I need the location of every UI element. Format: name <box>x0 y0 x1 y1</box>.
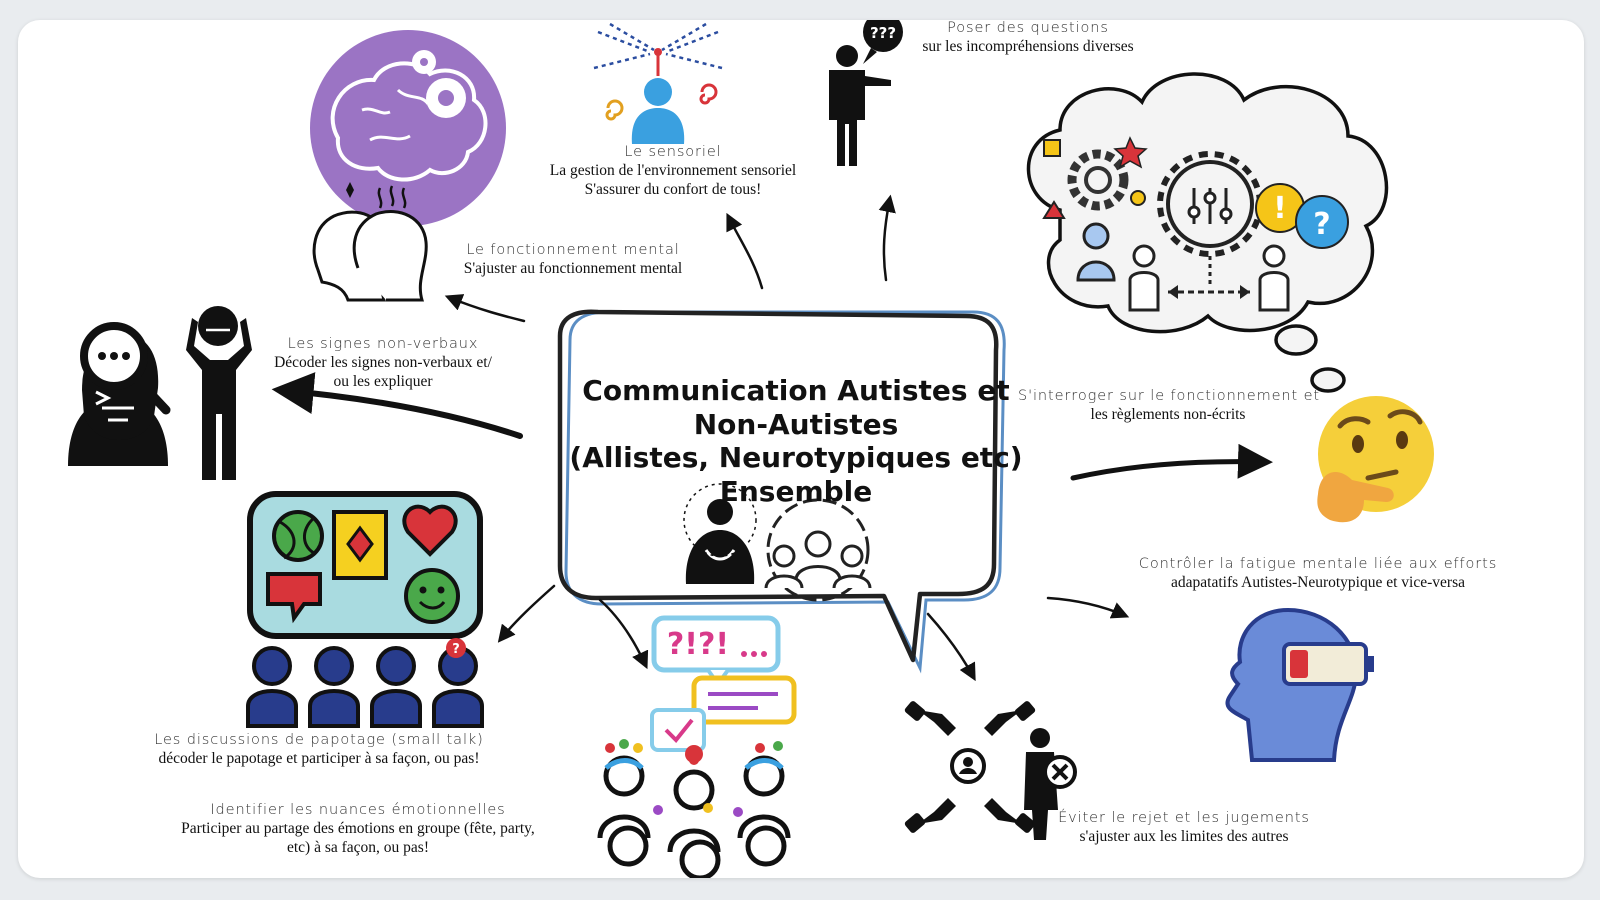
arrow-to-fatigue <box>1046 596 1130 619</box>
pointing-rejection-icon <box>904 701 1077 840</box>
label-emotions-heading: Identifier les nuances émotionnelles <box>210 802 506 818</box>
label-fatigue-heading: Contrôler la fatigue mentale liée aux ef… <box>1138 556 1498 572</box>
label-fatigue-line-1: adapatatifs Autistes-Neurotypique et vic… <box>1171 573 1465 591</box>
title-line-3: (Allistes, Neurotypiques etc) <box>569 441 1023 475</box>
face-magnifier-icon <box>68 322 171 466</box>
label-fatigue: Contrôler la fatigue mentale liée aux ef… <box>1128 556 1508 593</box>
label-questions-line-1: sur les incompréhensions diverses <box>922 37 1134 55</box>
label-rules: S'interroger sur le fonctionnement et le… <box>1018 388 1321 425</box>
main-title: Communication Autistes et Non-Autistes (… <box>566 374 1026 508</box>
arrow-to-rejection <box>926 612 976 682</box>
thinking-cloud-icon: ! ? <box>1026 72 1389 393</box>
title-line-2: Non-Autistes <box>693 407 899 441</box>
label-smalltalk-heading: Les discussions de papotage (small talk) <box>154 732 484 748</box>
label-sensoriel-line-1: La gestion de l'environnement sensoriel <box>549 161 797 179</box>
label-sensoriel-line-2: S'assurer du confort de tous! <box>584 180 762 198</box>
label-mental-heading: Le fonctionnement mental <box>466 242 680 258</box>
arrow-to-sensoriel <box>726 212 764 290</box>
sensory-person-icon <box>593 22 723 144</box>
label-nonverbal-line-1: Décoder les signes non-verbaux et/ <box>274 353 492 371</box>
connector-arrows <box>271 194 1273 682</box>
label-nonverbal-heading: Les signes non-verbaux <box>287 336 479 352</box>
label-sensoriel: Le sensoriel La gestion de l'environneme… <box>508 144 838 200</box>
label-rejection-heading: Éviter le rejet et les jugements <box>1058 810 1310 826</box>
label-mental: Le fonctionnement mental S'ajuster au fo… <box>423 242 723 279</box>
person-question-icon: ??? <box>829 20 903 166</box>
small-talk-group-icon: ? <box>246 491 484 728</box>
label-rules-heading: S'interroger sur le fonctionnement et <box>1018 388 1321 404</box>
covered-ears-person-icon <box>186 306 252 480</box>
arrow-to-emotions <box>598 598 649 670</box>
svg-text:?!?!: ?!?! <box>667 627 729 662</box>
arrow-to-questions <box>878 194 896 282</box>
label-nonverbal: Les signes non-verbaux Décoder les signe… <box>238 336 528 392</box>
arrow-to-mental <box>444 294 526 323</box>
low-battery-head-icon <box>1225 607 1374 762</box>
label-emotions-line-1: Participer au partage des émotions en gr… <box>181 819 535 837</box>
label-nonverbal-line-2: ou les expliquer <box>333 372 433 390</box>
brain-gears-icon <box>310 30 506 302</box>
emotions-group-icon: ?!?! <box>597 615 797 878</box>
arrow-to-smalltalk <box>497 584 556 643</box>
svg-text:???: ??? <box>870 24 896 42</box>
arrow-to-rules <box>1070 443 1273 481</box>
diagram-artwork: ??? ! ? <box>68 20 1434 878</box>
label-emotions: Identifier les nuances émotionnelles Par… <box>148 802 568 858</box>
group-gear-icon <box>764 498 872 602</box>
label-emotions-line-2: etc) à sa façon, ou pas! <box>286 838 429 856</box>
mind-map-canvas: ??? ! ? <box>18 20 1584 878</box>
title-line-4: Ensemble <box>719 474 873 508</box>
svg-text:?: ? <box>452 642 460 657</box>
label-sensoriel-heading: Le sensoriel <box>624 144 722 160</box>
label-smalltalk: Les discussions de papotage (small talk)… <box>124 732 514 769</box>
title-line-1: Communication Autistes et <box>582 374 1010 407</box>
label-rules-line-1: les règlements non-écrits <box>1090 405 1246 423</box>
meditating-person-icon <box>683 483 757 584</box>
svg-text:?: ? <box>1313 207 1330 242</box>
label-rejection-line-1: s'ajuster aux les limites des autres <box>1079 827 1289 845</box>
label-mental-line-1: S'ajuster au fonctionnement mental <box>463 259 683 277</box>
label-rejection: Éviter le rejet et les jugements s'ajust… <box>1054 810 1314 847</box>
label-questions-heading: Poser des questions <box>947 20 1109 36</box>
central-speech-bubble <box>557 309 1006 674</box>
thinking-emoji-icon <box>1317 396 1434 523</box>
label-questions: Poser des questions sur les incompréhens… <box>888 20 1168 57</box>
svg-text:!: ! <box>1273 191 1287 226</box>
label-smalltalk-line-1: décoder le papotage et participer à sa f… <box>158 749 480 767</box>
arrow-to-nonverbal <box>271 372 523 439</box>
